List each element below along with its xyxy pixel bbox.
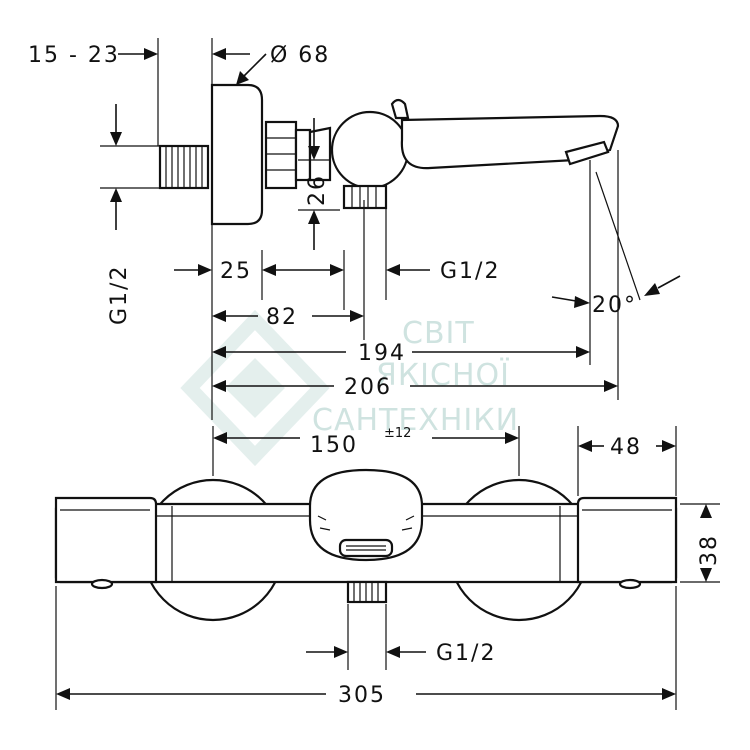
dim-centers: 150 xyxy=(310,433,358,458)
ext-lines-front xyxy=(55,426,720,710)
watermark-logo xyxy=(180,309,330,467)
dim-centers-tolerance: ±12 xyxy=(384,426,411,441)
watermark-line1: СВІТ xyxy=(402,316,475,351)
dim-length-25: 25 xyxy=(220,259,252,284)
bottom-outlet xyxy=(346,580,388,604)
left-handle xyxy=(54,496,173,590)
dim-thread-outlet: G1/2 xyxy=(440,259,500,284)
connector-nut xyxy=(264,120,312,190)
dim-length-194: 194 xyxy=(358,341,406,366)
inlet-nipple xyxy=(158,144,210,190)
outlet-connector xyxy=(342,184,388,210)
dim-length-82: 82 xyxy=(266,305,298,330)
dim-rosette-diameter: Ø 68 xyxy=(270,43,330,68)
watermark-line2: ЯКІСНОЇ xyxy=(376,357,510,393)
side-view: 15 - 23 Ø 68 G1/2 26 25 G1/2 82 xyxy=(28,38,681,420)
spout xyxy=(400,114,620,170)
dim-height-26: 26 xyxy=(305,174,330,206)
dim-thread-bottom: G1/2 xyxy=(436,641,496,666)
dim-spout-angle: 20° xyxy=(592,293,637,318)
dim-body-height: 38 xyxy=(697,534,722,566)
dim-thread-left: G1/2 xyxy=(107,265,132,325)
center-dial xyxy=(308,468,424,562)
dim-total-length: 305 xyxy=(338,683,386,708)
dim-inlet-offset: 15 - 23 xyxy=(28,43,120,68)
wall-rosette xyxy=(210,83,264,226)
watermark-line3: САНТЕХНІКИ xyxy=(312,403,519,438)
mixer-body-side xyxy=(308,98,410,190)
watermark: СВІТ ЯКІСНОЇ САНТЕХНІКИ xyxy=(180,309,519,467)
front-view: 150 ±12 48 38 G1/2 305 xyxy=(54,426,722,710)
spout-aerator xyxy=(564,140,610,166)
dim-length-206: 206 xyxy=(344,375,392,400)
right-handle xyxy=(559,496,678,590)
dim-knob-width: 48 xyxy=(610,435,642,460)
